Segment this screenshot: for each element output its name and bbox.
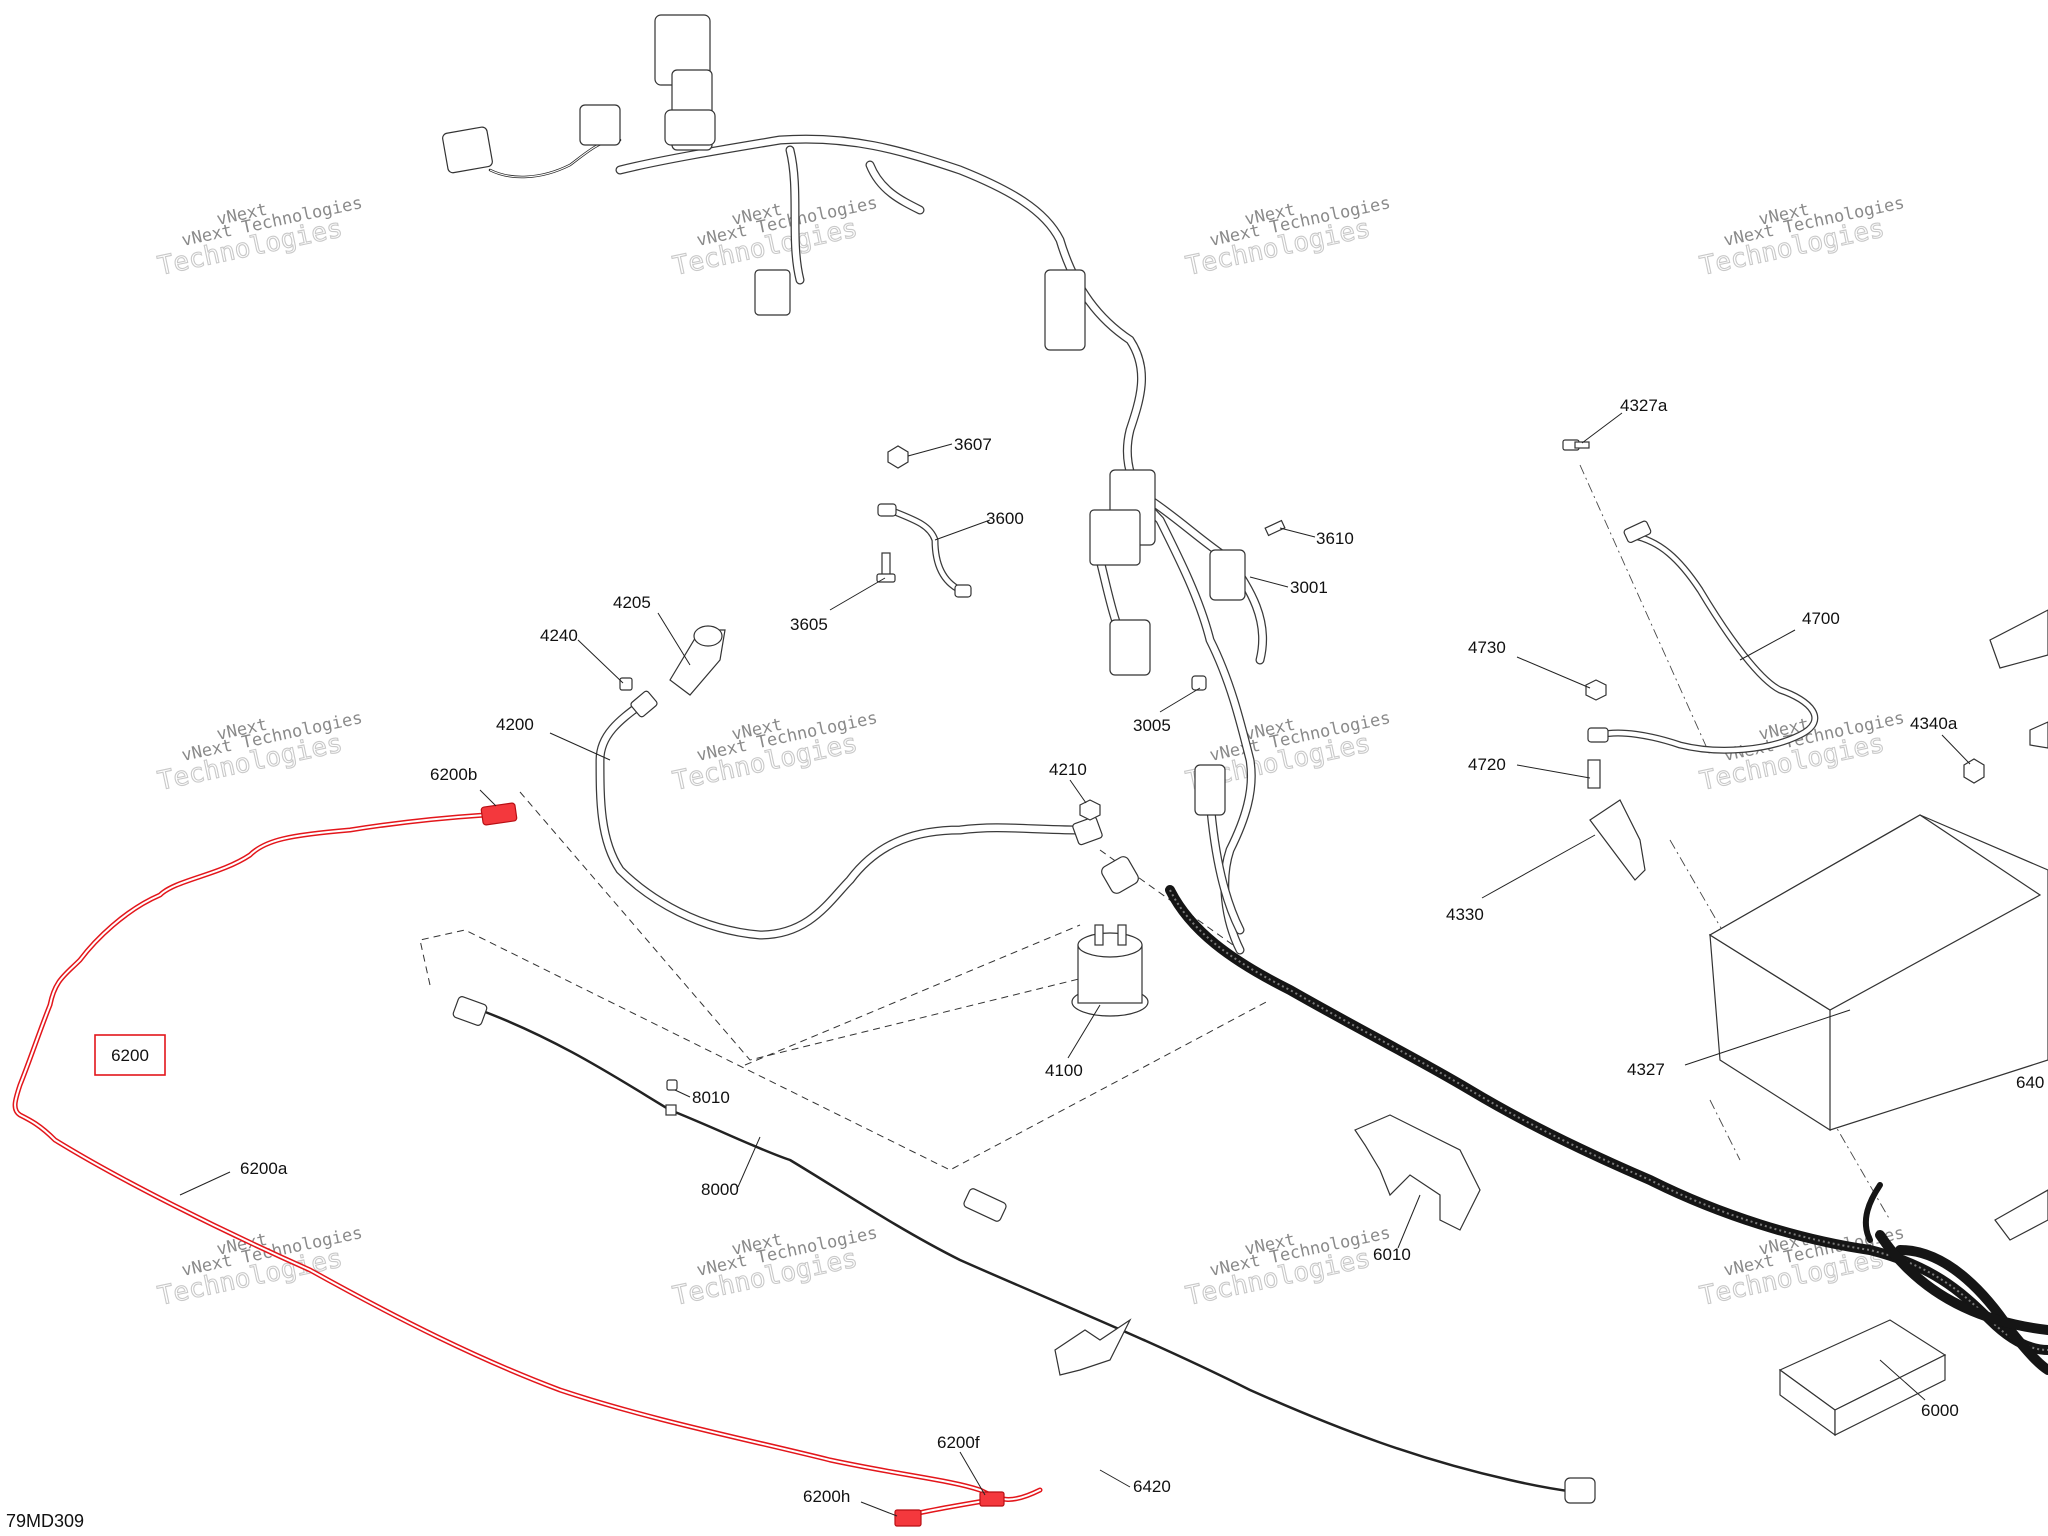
clip [665, 1104, 677, 1116]
callout-6200f: 6200f [937, 1433, 980, 1452]
harness-connector [664, 109, 716, 146]
screw-3005 [1191, 675, 1207, 691]
callout-4210: 4210 [1049, 760, 1087, 779]
callout-3001: 3001 [1290, 578, 1328, 597]
ring-terminal [630, 690, 658, 718]
callout-3607: 3607 [954, 435, 992, 454]
callout-6200b: 6200b [430, 765, 477, 784]
solenoid-4100 [1071, 856, 1149, 1017]
highlight-box-6200: 6200 [94, 1034, 166, 1076]
harness-connector [754, 269, 791, 316]
callout-3610: 3610 [1316, 529, 1354, 548]
cable-4700 [1587, 520, 1819, 754]
loom-cable [1165, 885, 2048, 1375]
fuse-box-connector [1044, 269, 1086, 351]
bolt-4240 [619, 677, 633, 691]
diagram-code: 79MD309 [6, 1511, 84, 1531]
callout-labels: 3607 3600 3605 3610 3001 3005 4205 4240 … [240, 396, 2044, 1506]
main-harness [442, 14, 1268, 955]
bracket-6010 [1354, 1114, 1481, 1231]
connector-6200b [480, 802, 518, 826]
battery-4327 [1708, 814, 2048, 1132]
clip-8010 [666, 1079, 678, 1091]
callout-3605: 3605 [790, 615, 828, 634]
callout-6200a: 6200a [240, 1159, 288, 1178]
wire-8000 [452, 996, 1596, 1504]
nut-3607 [887, 445, 909, 469]
cable-4200 [595, 690, 1103, 940]
leader-lines [179, 412, 1971, 1517]
connector-6200f [979, 1491, 1005, 1507]
callout-640: 640 [2016, 1073, 2044, 1092]
terminal-boot-4330 [1589, 799, 1646, 881]
nut-4730 [1585, 679, 1607, 701]
connector-6200h [894, 1509, 922, 1527]
bolt-shank [1574, 441, 1590, 449]
ring-terminal [954, 584, 972, 598]
callout-3005: 3005 [1133, 716, 1171, 735]
bolt-4720 [1587, 759, 1601, 789]
ring-terminal [877, 503, 897, 517]
bracket-6420 [1054, 1318, 1132, 1376]
callout-4730: 4730 [1468, 638, 1506, 657]
callout-4200: 4200 [496, 715, 534, 734]
nut-right [2029, 721, 2048, 749]
callout-4720: 4720 [1468, 755, 1506, 774]
nut-4340a [1963, 758, 1985, 784]
connector [452, 996, 488, 1026]
connector [1564, 1477, 1596, 1504]
callout-4205: 4205 [613, 593, 651, 612]
callout-3600: 3600 [986, 509, 1024, 528]
highlight-box-label: 6200 [111, 1046, 149, 1065]
callout-8000: 8000 [701, 1180, 739, 1199]
callout-8010: 8010 [692, 1088, 730, 1107]
callout-4330: 4330 [1446, 905, 1484, 924]
nut-4210 [1079, 799, 1101, 821]
harness-connector [1109, 619, 1151, 676]
bracket-right [1989, 609, 2048, 669]
harness-connector [442, 126, 493, 174]
callout-4240: 4240 [540, 626, 578, 645]
harness-connector [579, 104, 621, 146]
bracket-right [1994, 1189, 2048, 1241]
callout-6200h: 6200h [803, 1487, 850, 1506]
callout-4327a: 4327a [1620, 396, 1668, 415]
callout-6420: 6420 [1133, 1477, 1171, 1496]
harness-connector [1089, 509, 1141, 566]
bolt-3610 [1264, 519, 1286, 537]
module-6000 [1778, 1319, 1947, 1437]
callout-6000: 6000 [1921, 1401, 1959, 1420]
callout-6010: 6010 [1373, 1245, 1411, 1264]
connector [963, 1188, 1007, 1222]
highlighted-harness-6200 [12, 802, 1043, 1527]
callout-4700: 4700 [1802, 609, 1840, 628]
harness-connector [1194, 764, 1226, 816]
ring-terminal [1072, 816, 1103, 846]
ground-strap-3600 [886, 506, 964, 594]
harness-connector-3001 [1209, 549, 1246, 601]
callout-4327: 4327 [1627, 1060, 1665, 1079]
callout-4340a: 4340a [1910, 714, 1958, 733]
watermark-layer: Technologies vNext Technologies vNext Te… [155, 193, 1907, 1312]
callout-4100: 4100 [1045, 1061, 1083, 1080]
